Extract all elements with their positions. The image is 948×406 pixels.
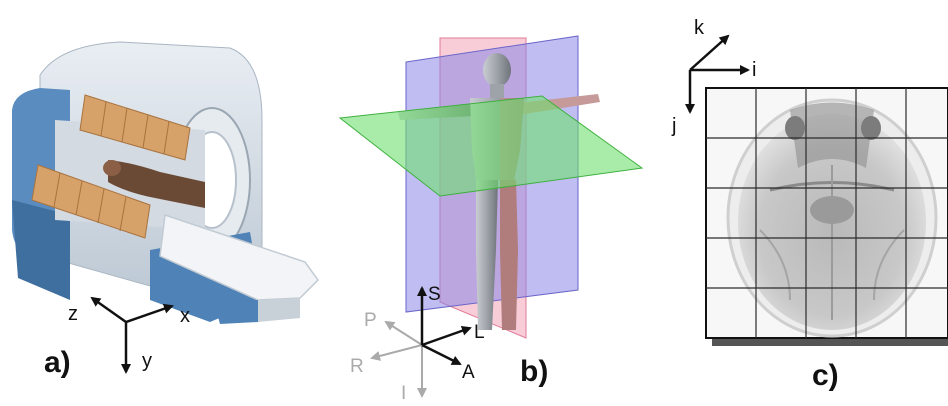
- y-axis-label: y: [142, 350, 152, 372]
- left-label: L: [474, 322, 485, 343]
- i-axis-label: i: [752, 59, 756, 81]
- anterior-label: A: [462, 362, 475, 383]
- panel-b-axes: S P L R A I b): [350, 284, 548, 404]
- x-axis-arrow: [125, 303, 174, 324]
- left-axis-arrow: [421, 325, 472, 347]
- anatomical-planes-illustration: [338, 35, 644, 339]
- brain-slice-image: [726, 98, 938, 338]
- mri-scanner-illustration: [12, 41, 319, 324]
- panel-a-label: a): [44, 346, 71, 379]
- z-axis-arrow: [90, 296, 127, 324]
- anterior-axis-arrow: [421, 343, 462, 366]
- right-label: R: [350, 356, 364, 377]
- voxel-grid-lines: [706, 88, 948, 338]
- superior-label: S: [428, 284, 441, 305]
- panel-b-label: b): [520, 355, 548, 388]
- panel-a-axes: z x y a): [44, 296, 190, 379]
- posterior-axis-arrow: [384, 320, 423, 346]
- j-axis-label: j: [671, 115, 676, 137]
- x-axis-label: x: [180, 305, 190, 327]
- z-axis-label: z: [68, 303, 78, 325]
- panel-c-axes: k i j c): [671, 17, 839, 392]
- axial-plane: [338, 95, 644, 197]
- right-axis-arrow: [370, 344, 423, 361]
- voxel-grid-panel: [705, 87, 948, 346]
- inferior-label: I: [401, 383, 406, 401]
- panel-c-label: c): [812, 359, 839, 392]
- k-axis-label: k: [694, 17, 705, 39]
- posterior-label: P: [364, 310, 377, 331]
- k-axis-arrow: [689, 34, 730, 71]
